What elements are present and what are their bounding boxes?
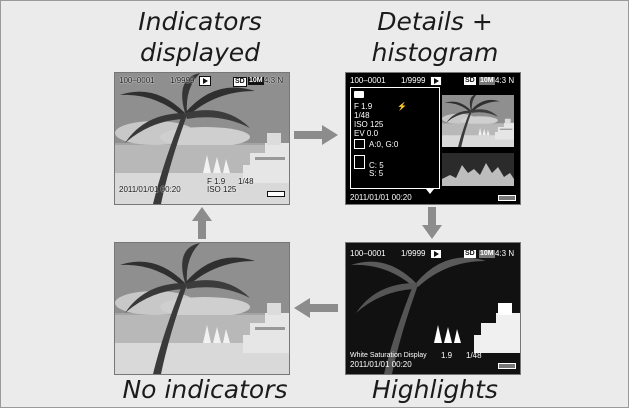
image-size-badge: 10M (479, 250, 495, 258)
datetime: 2011/01/01 00:20 (119, 185, 181, 194)
battery-icon (498, 195, 516, 201)
shutter: 1/48 (466, 351, 482, 360)
flash-icon: ⚡ (397, 102, 407, 111)
battery-icon (498, 363, 516, 369)
image-size-badge: 10M (479, 77, 495, 85)
shutter: 1/48 (354, 111, 370, 120)
sd-badge: SD (464, 77, 476, 85)
sharpness-setting: S: 5 (369, 169, 384, 178)
screen-no-indicators (114, 242, 290, 375)
ratio-quality: 4:3 N (495, 76, 515, 85)
sd-badge: SD (464, 250, 476, 258)
camera-icon (354, 91, 364, 98)
sd-badge: SD (233, 77, 247, 87)
white-balance-icon (354, 139, 365, 149)
frame-count: 1/9999 (401, 249, 426, 258)
play-icon (430, 249, 442, 259)
white-saturation-label: White Saturation Display (350, 352, 427, 359)
arrow-right (294, 125, 338, 145)
color-setting: C: 5 (369, 161, 384, 170)
scroll-down-indicator[interactable] (426, 189, 434, 194)
frame-count: 1/9999 (170, 76, 195, 85)
arrow-left (294, 298, 338, 318)
aperture: F 1.9 (354, 102, 373, 111)
screen-indicators-displayed: 100–0001 1/9999 SD 10M 4:3 N F 1.9 1/48 … (114, 72, 290, 205)
aperture: 1.9 (441, 351, 453, 360)
iso: ISO 125 (354, 120, 384, 129)
datetime: 2011/01/01 00:20 (350, 193, 412, 202)
frame-count: 1/9999 (401, 76, 426, 85)
caption-details-histogram: Details +histogram (371, 7, 499, 67)
shooting-info-panel: F 1.9 ⚡ 1/48 ISO 125 EV 0.0 A:0, G:0 C: … (350, 87, 440, 189)
play-icon (430, 76, 442, 86)
play-icon (199, 76, 211, 86)
aperture: F 1.9 (207, 177, 226, 186)
caption-no-indicators: No indicators (122, 375, 288, 404)
frame-number: 100–0001 (119, 76, 155, 85)
exposure-compensation: EV 0.0 (354, 129, 379, 138)
arrow-down (422, 207, 442, 239)
caption-highlights: Highlights (372, 375, 498, 404)
ratio-quality: 4:3 N (264, 76, 284, 85)
wb-shift: A:0, G:0 (369, 140, 399, 149)
histogram (442, 153, 514, 186)
image-size-badge: 10M (248, 77, 264, 85)
screen-details-histogram: 100–0001 1/9999 SD 10M 4:3 N F 1.9 ⚡ 1/4… (345, 72, 521, 205)
arrow-up (192, 207, 212, 239)
datetime: 2011/01/01 00:20 (350, 360, 412, 369)
frame-number: 100–0001 (350, 76, 386, 85)
iso: ISO 125 (207, 185, 237, 194)
battery-icon (267, 191, 285, 197)
shutter: 1/48 (238, 177, 254, 186)
screen-highlights: 100–0001 1/9999 SD 10M 4:3 N White Satur… (345, 242, 521, 375)
ratio-quality: 4:3 N (495, 249, 515, 258)
frame-number: 100–0001 (350, 249, 386, 258)
color-mode-icon (354, 155, 365, 169)
image-thumbnail (442, 95, 514, 147)
